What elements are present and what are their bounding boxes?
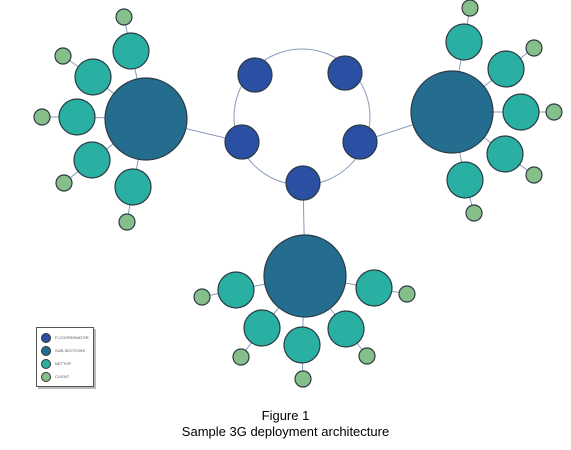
client-node [358,347,376,365]
client-node [33,108,51,126]
coordinator-node [224,124,260,160]
client-node [55,174,73,192]
legend-item-client: CLIENT [41,370,93,383]
nettop-node [486,135,524,173]
coordinator-node [237,57,273,93]
client-node [461,0,479,17]
nettop-node [114,168,152,206]
nettop-node [487,50,525,88]
client-node [525,39,543,57]
client-node [465,204,483,222]
node-layer [33,0,563,388]
nettop-node [243,309,281,347]
client-node [115,8,133,26]
client-node [54,47,72,65]
client-node [294,370,312,388]
nettop-node [446,161,484,199]
left-subsection-hub [104,77,188,161]
nettop-node [502,93,540,131]
figure-caption-title: Sample 3G deployment architecture [181,424,390,439]
client-node [525,166,543,184]
nettop-node [283,326,321,364]
coordinator-node [327,55,363,91]
nettop-node [355,269,393,307]
nettop-node [327,310,365,348]
legend-label-nettop: NETTOP [55,361,72,366]
legend-label-subsections: SUB-SECTIONS [55,348,86,353]
legend-label-coordinator: P-COORDINATOR [55,335,89,340]
client-node [193,288,211,306]
nettop-node [58,98,96,136]
legend-label-client: CLIENT [55,374,70,379]
nettop-node [74,58,112,96]
coordinator-node [285,165,321,201]
legend-item-nettop: NETTOP [41,357,93,370]
nettop-node [217,271,255,309]
legend-swatch-client [41,371,51,382]
legend-swatch-nettop [41,358,51,369]
nettop-node [112,32,150,70]
client-node [398,285,416,303]
bottom-subsection-hub [263,234,347,318]
legend-item-coordinator: P-COORDINATOR [41,331,93,344]
nettop-node [73,141,111,179]
legend-box: P-COORDINATOR SUB-SECTIONS NETTOP CLIENT [36,327,94,387]
client-node [232,348,250,366]
client-node [118,213,136,231]
client-node [545,103,563,121]
figure-caption-number: Figure 1 [261,408,310,423]
legend-item-subsections: SUB-SECTIONS [41,344,93,357]
legend-swatch-coordinator [41,332,51,343]
legend-swatch-subsections [41,345,51,356]
right-subsection-hub [410,70,494,154]
coordinator-node [342,124,378,160]
nettop-node [445,23,483,61]
